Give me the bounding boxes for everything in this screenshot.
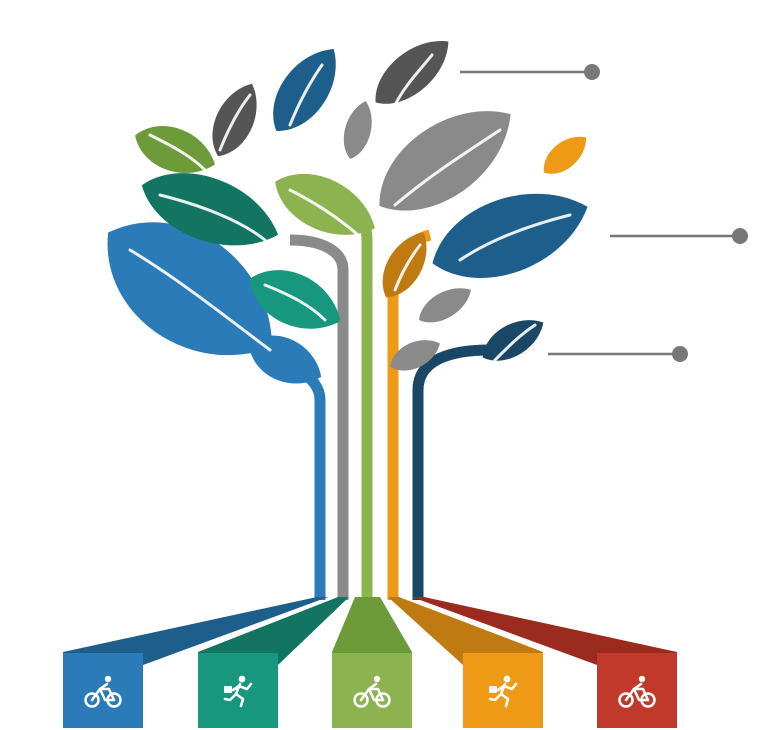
leaf-veins bbox=[128, 53, 572, 362]
stem-navy bbox=[412, 344, 491, 600]
leaf-orange-small bbox=[535, 127, 595, 183]
callout-dot-middle bbox=[732, 228, 748, 244]
box-blue bbox=[63, 653, 143, 728]
leaf-navy bbox=[474, 308, 552, 372]
leaf-gray-small bbox=[337, 97, 379, 163]
ribbon-green bbox=[332, 597, 412, 665]
ribbon-blue bbox=[63, 597, 328, 665]
ribbon-red bbox=[412, 597, 677, 665]
ribbon-teal bbox=[198, 597, 349, 665]
box-green bbox=[332, 653, 412, 728]
leaf-dark-gray-top bbox=[362, 26, 462, 118]
ribbons bbox=[63, 597, 677, 665]
stem-blue bbox=[277, 355, 326, 600]
leaf-gray-right-1 bbox=[412, 278, 478, 332]
callouts bbox=[460, 64, 748, 362]
stem-gray bbox=[289, 234, 349, 600]
box-red bbox=[597, 653, 677, 728]
ribbon-orange bbox=[388, 597, 543, 665]
callout-dot-top bbox=[584, 64, 600, 80]
callout-dot-bottom bbox=[672, 346, 688, 362]
